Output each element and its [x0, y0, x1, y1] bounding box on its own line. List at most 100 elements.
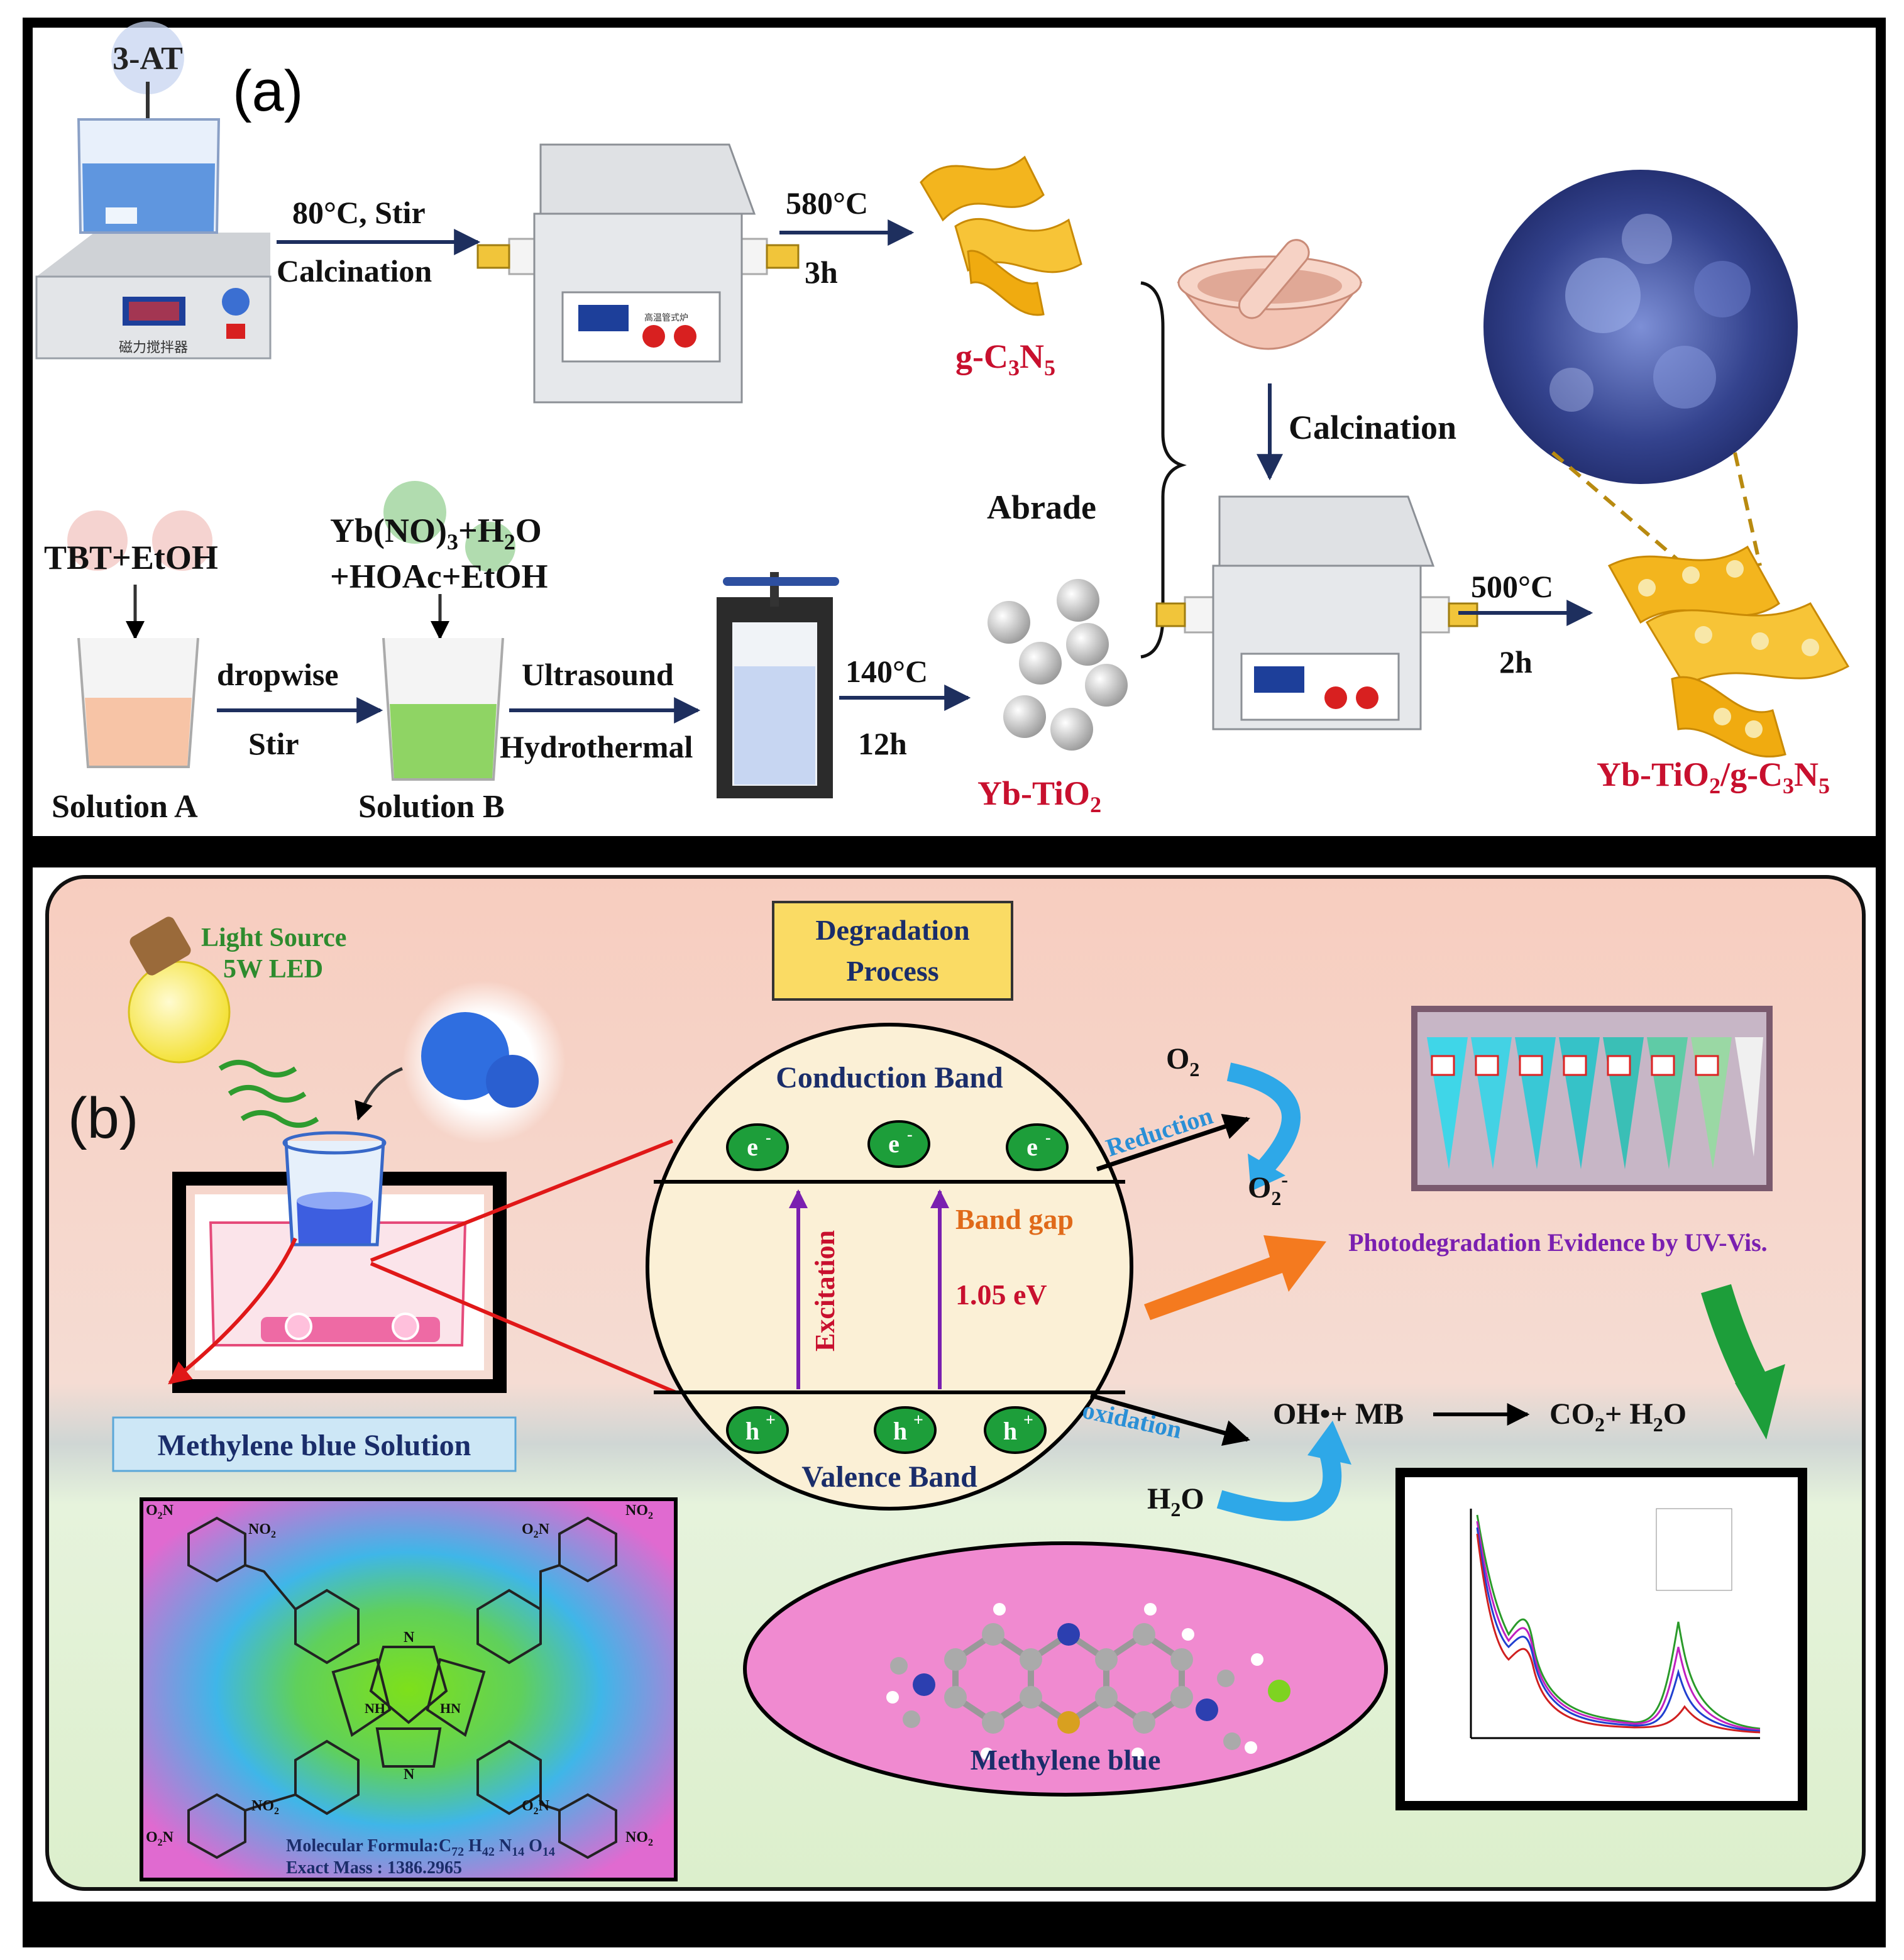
svg-text:h: h [893, 1417, 907, 1445]
svg-text:-: - [766, 1128, 771, 1147]
mb-solution-box [112, 1416, 517, 1472]
final-product-label: Yb-TiO2/g-C3N5 [1597, 756, 1830, 798]
step2-bottom-label: 3h [805, 255, 838, 290]
svg-text:+: + [766, 1411, 776, 1430]
no2-label-3: O2N [522, 1521, 550, 1540]
step2-top-label: 580°C [786, 185, 868, 221]
panel-b-label: (b) [68, 1086, 138, 1150]
magnetic-stirrer-icon: 磁力搅拌器 [35, 233, 272, 360]
ybtio2-nanoparticles-icon [988, 579, 1128, 751]
sem-micrograph-image [1483, 170, 1798, 484]
svg-text:-: - [1045, 1128, 1051, 1147]
photodegradation-label: Photodegradation Evidence by UV-Vis. [1348, 1228, 1768, 1257]
light-bulb-icon [128, 917, 231, 1064]
no2-label-7: O2N [522, 1798, 550, 1817]
band-gap-label: Band gap [955, 1203, 1074, 1235]
solution-a-label: Solution A [52, 789, 198, 825]
h2o-label: H2O [1147, 1482, 1204, 1521]
no2-label-4: NO2 [625, 1502, 653, 1521]
autoclave-icon [717, 572, 839, 798]
ultrasound-label: Ultrasound [522, 657, 674, 692]
pyrrole-nh: NH [365, 1700, 385, 1716]
step1-top-label: 80°C, Stir [292, 195, 426, 230]
vials-photo [1411, 1006, 1773, 1191]
molecular-formula-label: Molecular Formula:C72 H42 N14 O14 [286, 1836, 555, 1859]
gc3n5-label: g-C3N5 [955, 338, 1055, 380]
methylene-blue-label: Methylene blue [971, 1744, 1161, 1776]
uv-vis-spectrum [1395, 1468, 1807, 1810]
beaker-solution-b-icon [382, 637, 504, 781]
step4-top-label: 500°C [1471, 569, 1553, 604]
no2-label-8: NO2 [625, 1829, 653, 1848]
light-source-label: Light Source [201, 923, 346, 952]
oxidation-cycle-arrow [1216, 1443, 1342, 1521]
electron-1: e- [726, 1123, 789, 1171]
step3-top-label: 140°C [845, 654, 928, 689]
hole-2: h+ [874, 1406, 937, 1454]
no2-label-6: NO2 [251, 1798, 279, 1817]
composite-sheet-icon [1607, 545, 1850, 758]
band-gap-value: 1.05 eV [955, 1279, 1047, 1311]
pyrrole-hn: HN [440, 1700, 461, 1716]
step4-bottom-label: 2h [1499, 644, 1533, 680]
hole-3: h+ [984, 1406, 1047, 1454]
yb-line1-label: Yb(NO)3+H2O [330, 512, 542, 554]
panel-a-label: (a) [233, 59, 303, 123]
3at-powder-icon [111, 21, 184, 94]
methylene-blue-ellipse [743, 1541, 1388, 1797]
valence-band-label: Valence Band [801, 1460, 977, 1494]
svg-text:e: e [747, 1133, 758, 1161]
beaker-3at-icon [77, 118, 221, 234]
o2-label: O2 [1166, 1042, 1199, 1081]
degradation-label-2: Process [846, 955, 938, 987]
calcination-label: Calcination [1289, 409, 1456, 446]
products-label: CO2+ H2O [1549, 1397, 1687, 1436]
no2-label-5: O2N [146, 1829, 174, 1848]
tbt-label: TBT+EtOH [44, 539, 218, 576]
conduction-band-label: Conduction Band [776, 1061, 1003, 1094]
dropwise-label: dropwise [217, 657, 339, 692]
abrade-label: Abrade [987, 488, 1096, 526]
electron-3: e- [1006, 1123, 1069, 1171]
svg-text:-: - [907, 1125, 913, 1143]
svg-text:+: + [913, 1411, 923, 1430]
stir-label: Stir [248, 726, 299, 761]
o2-minus-label: O2- [1248, 1168, 1288, 1209]
svg-text:高温管式炉: 高温管式炉 [644, 312, 688, 322]
electron-2: e- [867, 1120, 930, 1168]
pyrrole-n-bottom: N [404, 1766, 415, 1783]
ybtio2-label: Yb-TiO2 [977, 774, 1101, 817]
oh-mb-label: OH•+ MB [1273, 1397, 1404, 1431]
panel-b: (b) Light Source 5W LED [33, 867, 1876, 1902]
mortar-pestle-icon [1177, 239, 1363, 350]
excitation-label: Excitation [810, 1230, 840, 1352]
svg-text:h: h [746, 1417, 759, 1445]
step3-bottom-label: 12h [858, 726, 907, 761]
light-power-label: 5W LED [223, 955, 323, 984]
degradation-process-box [772, 901, 1013, 1001]
pyrrole-n-top: N [404, 1629, 415, 1646]
svg-text:h: h [1003, 1417, 1017, 1445]
orange-arrow-icon [1144, 1235, 1326, 1320]
no2-label-1: O2N [146, 1502, 174, 1521]
photoreactor-icon [172, 1131, 507, 1393]
degradation-label-1: Degradation [815, 914, 969, 946]
svg-text:e: e [888, 1130, 900, 1158]
panel-a: (a) 3-AT 磁力搅拌器 80°C, Stir Calcination [33, 21, 1876, 836]
svg-text:e: e [1026, 1133, 1038, 1161]
reduction-cycle-arrow [1226, 1062, 1301, 1176]
porphyrin-structure: O2N NO2 O2N NO2 O2N NO2 O2N NO2 N N NH H… [140, 1497, 678, 1881]
tube-furnace-2-icon [1155, 495, 1478, 730]
mb-solution-label: Methylene blue Solution [158, 1429, 471, 1462]
gc3n5-sheet-icon [920, 155, 1082, 316]
no2-label-2: NO2 [248, 1521, 276, 1540]
beaker-solution-a-icon [77, 637, 199, 768]
step1-bottom-label: Calcination [277, 253, 432, 289]
tube-furnace-icon: 高温管式炉 [476, 143, 800, 404]
svg-text:+: + [1023, 1411, 1033, 1430]
solution-b-label: Solution B [358, 789, 505, 825]
hole-1: h+ [726, 1406, 789, 1454]
exact-mass-label: Exact Mass : 1386.2965 [286, 1858, 462, 1878]
chloride-ion-icon [1268, 1680, 1290, 1702]
